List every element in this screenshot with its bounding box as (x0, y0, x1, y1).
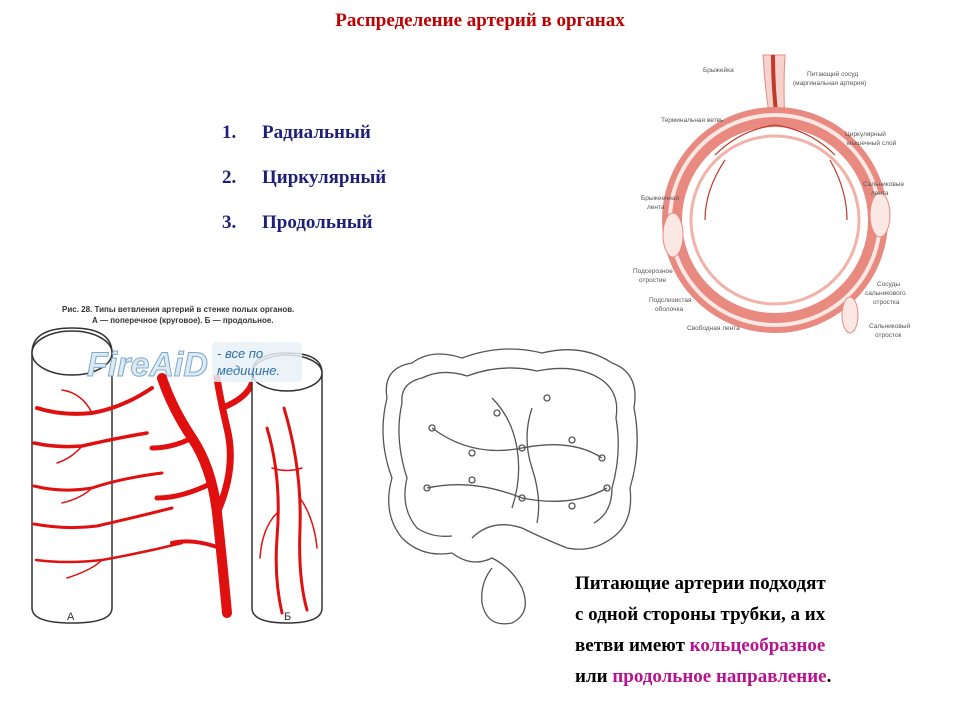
label-epiploic-1: Сальниковый (869, 322, 910, 330)
watermark-sub2: медицине. (217, 363, 280, 378)
caption-line: с одной стороны трубки, а их (575, 604, 826, 625)
figure-labels: Брыжейка Питающий сосуд (маргинальная ар… (633, 66, 910, 339)
label-subserous-2: отростие (639, 277, 667, 284)
label-feeding-vessel-1: Питающий сосуд (807, 70, 858, 78)
colon-illustration (382, 348, 638, 625)
label-subserous-1: Подсерозное (633, 268, 673, 275)
artery-tree (149, 373, 255, 618)
list-label: Циркулярный (262, 167, 387, 188)
caption-text: . (826, 666, 832, 687)
label-taenia-2: лента (647, 204, 665, 211)
watermark-logo: FireAiD (87, 346, 208, 384)
label-feeding-vessel-2: (маргинальная артерия) (793, 80, 866, 87)
label-circular-layer-2: мышечный слой (847, 139, 897, 147)
slide-title: Распределение артерий в органах (335, 10, 625, 31)
list-label: Радиальный (262, 122, 371, 143)
list-number: 3. (222, 212, 237, 233)
list-label: Продольный (262, 212, 373, 233)
label-omental-1: Сальниковые (863, 181, 904, 188)
highlight-longitudinal: продольное направление (612, 666, 827, 687)
label-taenia-1: Брыжеечная (641, 195, 680, 202)
label-submucous-2: оболочка (655, 305, 684, 313)
description-paragraph: Питающие артерии подходят с одной сторон… (575, 568, 945, 692)
list-item: 1. Радиальный (222, 122, 386, 167)
figure-caption-line1: Рис. 28. Типы ветвления артерий в стенке… (62, 305, 294, 314)
label-a: А (67, 611, 75, 623)
tube-b (251, 352, 323, 624)
tube-a (31, 327, 184, 624)
list-number: 2. (222, 167, 237, 188)
caption-line: или продольное направление. (575, 661, 945, 692)
label-mesentery: Брыжейка (703, 66, 734, 74)
caption-text: или (575, 666, 613, 687)
label-vessels-1: Сосуды (877, 281, 900, 288)
list-number: 1. (222, 122, 237, 143)
fireaid-watermark: FireAiD - все по медицине. (87, 342, 302, 385)
list-item: 3. Продольный (222, 212, 386, 257)
watermark-sub1: - все по (217, 346, 263, 361)
label-epiploic-2: отросток (875, 332, 901, 339)
artery-branching-figure: Рис. 28. Типы ветвления артерий в стенке… (31, 305, 323, 624)
label-free-taenia: Свободная лента (687, 324, 740, 332)
caption-text: ветви имеют (575, 635, 690, 656)
intestine-cross-section-figure: Брыжейка Питающий сосуд (маргинальная ар… (633, 54, 910, 339)
artery-types-list: 1. Радиальный 2. Циркулярный 3. Продольный (222, 122, 386, 257)
highlight-ring: кольцеобразное (689, 635, 826, 656)
label-circular-layer-1: Циркулярный (845, 130, 886, 138)
caption-line: ветви имеют кольцеобразное (575, 630, 945, 661)
label-terminal-branch: Терминальная ветвь (661, 117, 724, 124)
list-item: 2. Циркулярный (222, 167, 386, 212)
label-vessels-3: отростка (873, 299, 900, 306)
figure-caption-line2: А — поперечное (круговое). Б — продольно… (92, 316, 274, 325)
label-omental-2: лента (871, 190, 889, 197)
label-vessels-2: сальникового (865, 290, 906, 297)
label-b: Б (284, 611, 291, 623)
caption-line: Питающие артерии подходят (575, 573, 826, 594)
label-submucous-1: Подслизистая (649, 297, 692, 304)
